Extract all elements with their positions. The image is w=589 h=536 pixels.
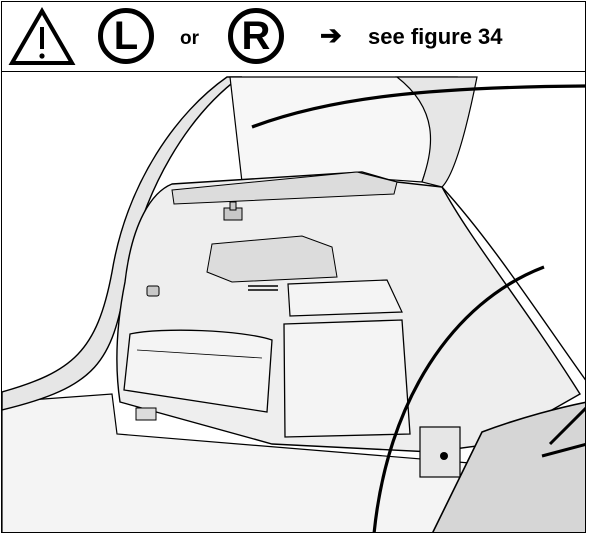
instruction-header: L or R ➔ see figure 34 <box>2 2 585 72</box>
trunk-side-panel-illustration <box>2 72 585 532</box>
right-side-circle-icon: R <box>228 8 284 64</box>
left-side-circle-icon: L <box>98 8 154 64</box>
right-badge-label: R <box>241 13 271 58</box>
or-label: or <box>180 28 199 49</box>
left-badge-label: L <box>113 13 139 58</box>
figure-reference: see figure 34 <box>368 24 503 49</box>
warning-triangle-icon <box>8 7 76 65</box>
arrow-right-icon: ➔ <box>320 20 342 50</box>
